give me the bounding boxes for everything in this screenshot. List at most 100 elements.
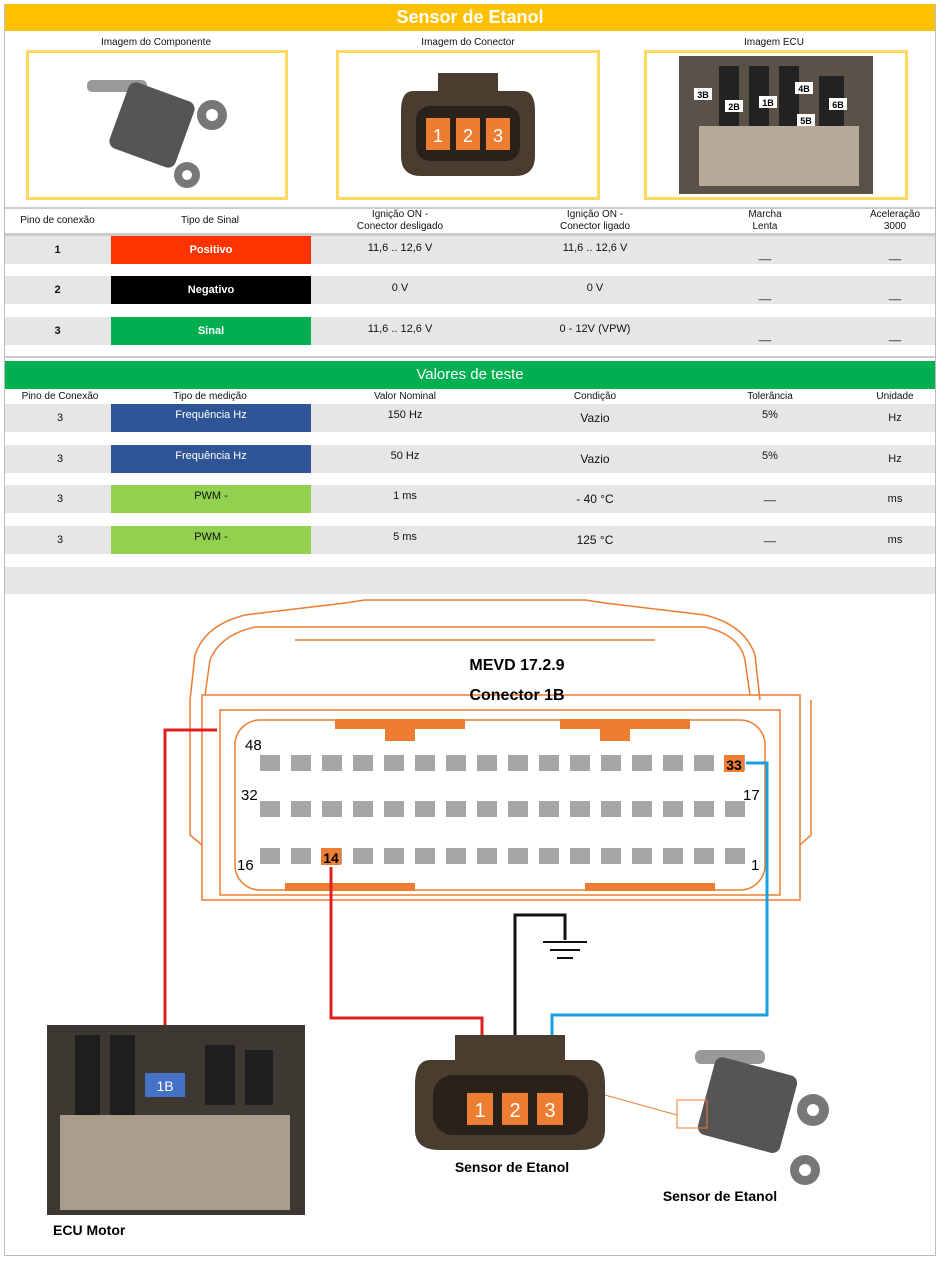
connector-image-label: Imagem do Conector: [421, 37, 515, 48]
unit-value: Hz: [888, 412, 902, 424]
ecu-label: 5B: [800, 116, 812, 126]
connector-pin: [322, 801, 342, 817]
pin: 2: [54, 284, 61, 296]
connector-pin: [291, 755, 311, 771]
header-idle: Marcha Lenta: [748, 209, 782, 232]
measure-type-chip: Frequência Hz: [111, 445, 311, 473]
header-accel: Aceleração 3000: [869, 209, 921, 232]
pin: 3: [54, 325, 61, 337]
tolerance-value: __: [763, 490, 777, 502]
tolerance-value: 5%: [762, 409, 778, 421]
pin: 3: [56, 493, 64, 505]
test-values-title: Valores de teste: [5, 361, 935, 389]
test-table-header: Pino de Conexão Tipo de medição Valor No…: [5, 389, 935, 404]
ecu-image-label: Imagem ECU: [743, 37, 804, 48]
connector-pin: [415, 848, 435, 864]
header-tolerance: Tolerância: [747, 390, 793, 402]
connector-pin: [477, 848, 497, 864]
connector-pin-label: 3: [493, 126, 503, 146]
condition-value: Vazio: [580, 411, 610, 425]
ecu-label: 3B: [697, 90, 709, 100]
wiring-diagram: MEVD 17.2.9 Conector 1B 48 32 16 17 1 33…: [47, 599, 829, 1238]
connector-pin: [725, 801, 745, 817]
condition-value: 125 °C: [576, 533, 614, 547]
connector-name: Conector 1B: [469, 687, 564, 704]
measure-type-chip: PWM -: [111, 526, 311, 554]
component-image: [26, 50, 288, 200]
ecu-label: 2B: [728, 102, 740, 112]
pin: 1: [54, 244, 61, 256]
connector-image: 1 2 3: [336, 50, 600, 200]
nominal-value: 150 Hz: [387, 409, 423, 421]
idle-value: __: [758, 330, 772, 342]
signal-row: 3 Sinal 11,6 .. 12,6 V 0 - 12V (VPW) __ …: [5, 317, 935, 345]
connector-pin: [539, 848, 559, 864]
header-unit: Unidade: [876, 390, 914, 402]
connector-pin: [291, 801, 311, 817]
sensor-image: [676, 1050, 829, 1185]
connector-pin: [508, 801, 528, 817]
connector-pin: [291, 848, 311, 864]
pin-label-17: 17: [743, 787, 760, 804]
nominal-value: 50 Hz: [390, 450, 420, 462]
signal-type-chip: Negativo: [111, 276, 311, 304]
header-signal-type: Tipo de Sinal: [181, 215, 239, 226]
idle-value: __: [758, 249, 772, 261]
unit-value: ms: [887, 493, 903, 505]
connector-pin: [446, 801, 466, 817]
ground-wire: [513, 913, 567, 1105]
pin-33-label: 33: [726, 757, 742, 773]
connector-pin: [477, 801, 497, 817]
connector-pin: [353, 755, 373, 771]
ecu-connector-outline: [189, 599, 812, 901]
ign-off-value: 0 V: [391, 282, 409, 294]
red-wire-ecu: [163, 728, 217, 1065]
pin: 3: [56, 453, 64, 465]
connector-pin: [694, 755, 714, 771]
sensor-pin-3: 3: [544, 1100, 555, 1122]
ign-off-value: 11,6 .. 12,6 V: [367, 242, 433, 254]
connector-pin: [508, 848, 528, 864]
pin-label-32: 32: [241, 787, 258, 804]
sensor-caption: Sensor de Etanol: [663, 1188, 777, 1204]
connector-pin: [570, 755, 590, 771]
connector-pin: [601, 755, 621, 771]
connector-pin: [725, 848, 745, 864]
connector-pin: [694, 801, 714, 817]
pin: 3: [56, 412, 64, 424]
header-nominal: Valor Nominal: [373, 390, 437, 402]
connector-pin: [570, 801, 590, 817]
ecu-caption: ECU Motor: [53, 1222, 126, 1238]
empty-row: [5, 567, 935, 594]
connector-pin: [415, 755, 435, 771]
ecu-image: 3B 2B 1B 4B 5B 6B: [644, 50, 908, 200]
connector-pin: [477, 755, 497, 771]
connector-pin: [260, 848, 280, 864]
condition-value: Vazio: [580, 452, 610, 466]
connector-pin: [570, 848, 590, 864]
connector-pin: [260, 801, 280, 817]
header-pin: Pino de Conexão: [21, 390, 99, 402]
nominal-value: 1 ms: [393, 490, 417, 502]
connector-pin: [632, 755, 652, 771]
ecu-label: 6B: [832, 100, 844, 110]
signal-row: 2 Negativo 0 V 0 V __ __: [5, 276, 935, 304]
condition-value: - 40 °C: [576, 492, 614, 506]
signal-type-chip: Positivo: [111, 236, 311, 264]
pin: 3: [56, 534, 64, 546]
connector-pin: [353, 848, 373, 864]
ign-on-value: 0 - 12V (VPW): [559, 323, 631, 335]
connector-pin: [446, 755, 466, 771]
ign-on-value: 0 V: [586, 282, 604, 294]
idle-value: __: [758, 289, 772, 301]
ecu-label: 4B: [798, 84, 810, 94]
connector-pin: [322, 755, 342, 771]
divider: [5, 345, 935, 358]
header-measure-type: Tipo de medição: [173, 390, 247, 402]
ecu-label: 1B: [762, 98, 774, 108]
connector-pin: [601, 801, 621, 817]
connector-pin: [539, 801, 559, 817]
pin-label-16: 16: [237, 857, 254, 874]
connector-pin: [384, 755, 404, 771]
header-condition: Condição: [573, 390, 617, 402]
